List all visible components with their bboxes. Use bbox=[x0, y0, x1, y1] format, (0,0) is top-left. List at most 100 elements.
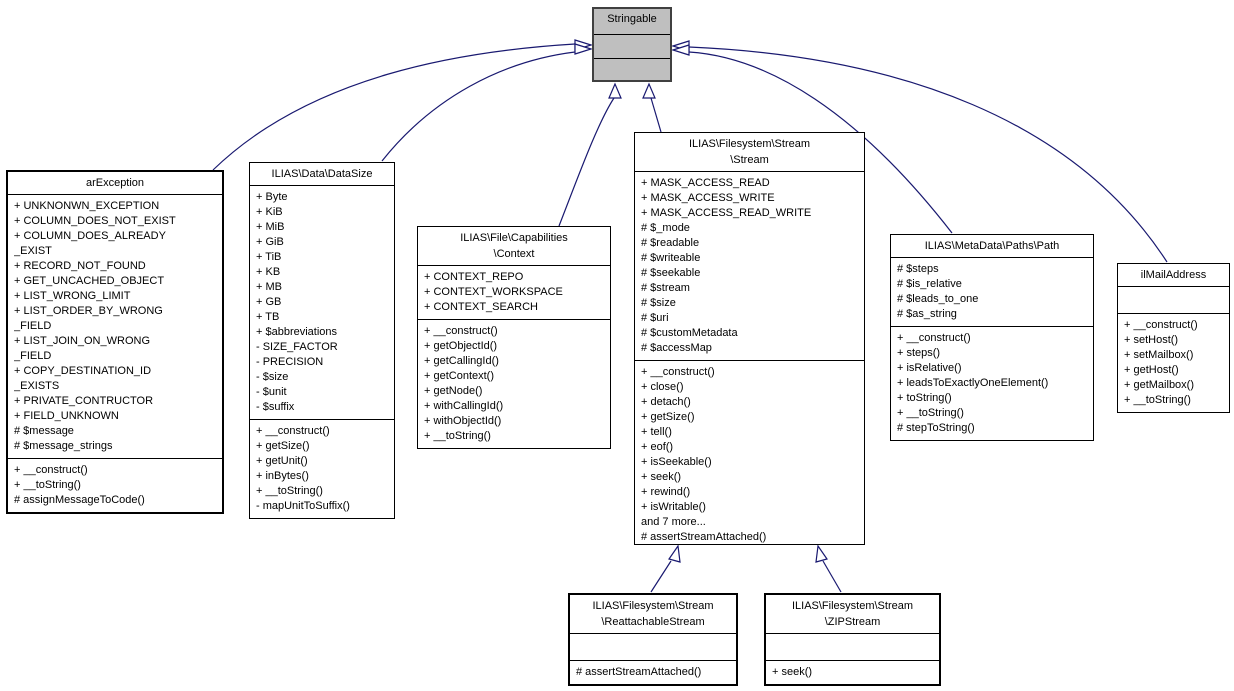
class-title-line: ILIAS\Filesystem\Stream bbox=[791, 600, 914, 612]
attribute-line: + CONTEXT_SEARCH bbox=[424, 301, 538, 313]
methods-compartment: + __construct()+ steps()+ isRelative()+ … bbox=[891, 326, 1093, 440]
attribute-line: # $leads_to_one bbox=[897, 293, 979, 305]
class-title-line: \Stream bbox=[730, 154, 769, 166]
edge-arexception-stringable bbox=[212, 43, 576, 171]
method-line: + isWritable() bbox=[641, 501, 706, 513]
method-line: + leadsToExactlyOneElement() bbox=[897, 377, 1049, 389]
class-title: ILIAS\File\Capabilities\Context bbox=[418, 227, 610, 265]
method-line: + close() bbox=[641, 381, 684, 393]
class-node-mail-address[interactable]: ilMailAddress + __construct()+ setHost()… bbox=[1117, 263, 1230, 413]
class-title: ilMailAddress bbox=[1140, 269, 1207, 281]
class-title: ILIAS\Data\DataSize bbox=[271, 168, 373, 180]
method-line: + withObjectId() bbox=[424, 415, 502, 427]
attribute-line: + GB bbox=[256, 296, 282, 308]
attributes-compartment bbox=[570, 633, 736, 660]
method-line: + __construct() bbox=[1124, 319, 1198, 331]
methods-compartment: # assertStreamAttached() bbox=[570, 660, 736, 684]
attribute-line: + GiB bbox=[256, 236, 284, 248]
methods-compartment: + __construct()+ getObjectId()+ getCalli… bbox=[418, 319, 610, 448]
attribute-line: + CONTEXT_REPO bbox=[424, 271, 524, 283]
attribute-line: + TB bbox=[256, 311, 280, 323]
arrowhead-bottom-2 bbox=[642, 82, 656, 99]
method-line: + setMailbox() bbox=[1124, 349, 1194, 361]
class-title-line: \ZIPStream bbox=[824, 616, 881, 628]
attributes-compartment: # $steps# $is_relative# $leads_to_one# $… bbox=[891, 257, 1093, 326]
attribute-line: + KiB bbox=[256, 206, 283, 218]
attribute-line: + GET_UNCACHED_OBJECT bbox=[14, 275, 165, 287]
method-line: + steps() bbox=[897, 347, 941, 359]
attributes-compartment: + MASK_ACCESS_READ+ MASK_ACCESS_WRITE+ M… bbox=[635, 171, 864, 360]
method-line: + __construct() bbox=[14, 464, 88, 476]
attribute-line: + FIELD_UNKNOWN bbox=[14, 410, 119, 422]
method-line: # stepToString() bbox=[897, 422, 975, 434]
attribute-line: # $accessMap bbox=[641, 342, 712, 354]
attribute-line: # $uri bbox=[641, 312, 669, 324]
method-line: + inBytes() bbox=[256, 470, 309, 482]
attribute-line: # $message_strings bbox=[14, 440, 113, 452]
attribute-line: # $seekable bbox=[641, 267, 701, 279]
edge-datasize-stringable bbox=[381, 51, 576, 162]
class-node-arexception[interactable]: arException + UNKNONWN_EXCEPTION + COLUMN… bbox=[6, 170, 224, 514]
methods-compartment: + __construct()+ __toString()# assignMes… bbox=[8, 458, 222, 512]
method-line: + getCallingId() bbox=[424, 355, 499, 367]
method-line: + getMailbox() bbox=[1124, 379, 1195, 391]
attribute-line: + COLUMN_DOES_ALREADY bbox=[14, 230, 166, 242]
class-node-context[interactable]: ILIAS\File\Capabilities\Context + CONTEX… bbox=[417, 226, 611, 449]
attributes-compartment bbox=[1118, 286, 1229, 313]
class-title: arException bbox=[85, 177, 145, 189]
attribute-line: + LIST_ORDER_BY_WRONG bbox=[14, 305, 163, 317]
methods-compartment: + __construct()+ getSize()+ getUnit()+ i… bbox=[250, 419, 394, 518]
methods-compartment bbox=[594, 58, 670, 80]
attribute-line: + CONTEXT_WORKSPACE bbox=[424, 286, 563, 298]
attribute-line: + KB bbox=[256, 266, 281, 278]
method-line: + __construct() bbox=[424, 325, 498, 337]
class-node-reattachable-stream[interactable]: ILIAS\Filesystem\Stream \ReattachableStre… bbox=[568, 593, 738, 686]
class-node-zip-stream[interactable]: ILIAS\Filesystem\Stream \ZIPStream + seek… bbox=[764, 593, 941, 686]
attributes-compartment: + UNKNONWN_EXCEPTION + COLUMN_DOES_NOT_EX… bbox=[8, 194, 222, 458]
method-line: + __toString() bbox=[897, 407, 964, 419]
class-title: Stringable bbox=[607, 13, 657, 25]
method-line: + seek() bbox=[641, 471, 682, 483]
class-title: ILIAS\Filesystem\Stream \Stream bbox=[635, 133, 864, 171]
methods-compartment: + __construct()+ close()+ detach()+ getS… bbox=[635, 360, 864, 549]
class-title-line: ILIAS\File\Capabilities bbox=[460, 232, 568, 244]
attributes-compartment: + Byte+ KiB+ MiB+ GiB+ TiB+ KB+ MB+ GB+ … bbox=[250, 185, 394, 419]
method-line: + __toString() bbox=[256, 485, 323, 497]
attribute-line: + RECORD_NOT_FOUND bbox=[14, 260, 146, 272]
class-title-line: \ReattachableStream bbox=[601, 616, 705, 628]
class-node-datasize[interactable]: ILIAS\Data\DataSize + Byte+ KiB+ MiB+ Gi… bbox=[249, 162, 395, 519]
attribute-line: + LIST_JOIN_ON_WRONG bbox=[14, 335, 151, 347]
class-title: ILIAS\Filesystem\Stream \ZIPStream bbox=[766, 595, 939, 633]
attribute-line: + MB bbox=[256, 281, 282, 293]
arrowhead-bottom-1 bbox=[608, 82, 622, 99]
method-line: + toString() bbox=[897, 392, 952, 404]
attribute-line: # $stream bbox=[641, 282, 690, 294]
attribute-line: - $suffix bbox=[256, 401, 295, 413]
methods-compartment: + __construct()+ setHost()+ setMailbox()… bbox=[1118, 313, 1229, 412]
attribute-line: # $size bbox=[641, 297, 676, 309]
method-line: + withCallingId() bbox=[424, 400, 504, 412]
attribute-line: + PRIVATE_CONTRUCTOR bbox=[14, 395, 154, 407]
attribute-line: + COPY_DESTINATION_ID bbox=[14, 365, 152, 377]
method-line: + seek() bbox=[772, 666, 813, 678]
method-line: + getSize() bbox=[256, 440, 310, 452]
class-title-line: ILIAS\Filesystem\Stream bbox=[592, 600, 714, 612]
class-node-stringable[interactable]: Stringable bbox=[592, 7, 672, 82]
method-line: + eof() bbox=[641, 441, 674, 453]
class-node-path[interactable]: ILIAS\MetaData\Paths\Path # $steps# $is_… bbox=[890, 234, 1094, 441]
attribute-line: + UNKNONWN_EXCEPTION bbox=[14, 200, 160, 212]
attribute-line: + COLUMN_DOES_NOT_EXIST bbox=[14, 215, 176, 227]
class-node-stream[interactable]: ILIAS\Filesystem\Stream \Stream + MASK_AC… bbox=[634, 132, 865, 545]
attribute-line: # $writeable bbox=[641, 252, 701, 264]
method-line: # assertStreamAttached() bbox=[641, 531, 767, 543]
method-line: + isRelative() bbox=[897, 362, 962, 374]
class-title: ILIAS\Filesystem\Stream \ReattachableStre… bbox=[570, 595, 736, 633]
class-title: ILIAS\MetaData\Paths\Path bbox=[924, 240, 1060, 252]
attribute-line: + MiB bbox=[256, 221, 285, 233]
method-line: and 7 more... bbox=[641, 516, 706, 528]
method-line: + getNode() bbox=[424, 385, 483, 397]
attribute-line: + LIST_WRONG_LIMIT bbox=[14, 290, 131, 302]
class-title-line: ILIAS\Filesystem\Stream bbox=[688, 138, 811, 150]
